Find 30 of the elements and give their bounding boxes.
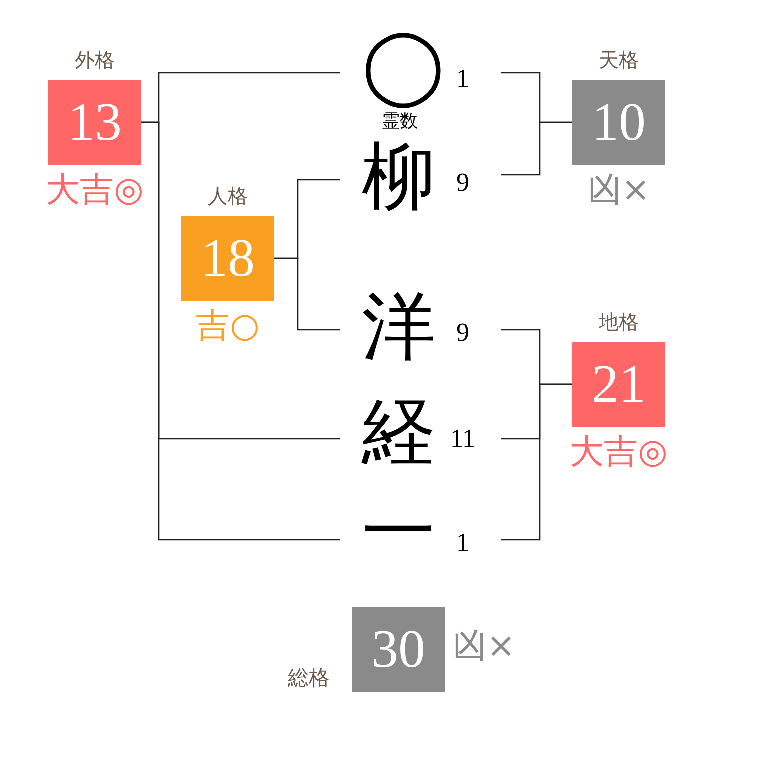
score-tile: 13 [48, 80, 142, 165]
fortune-label: 凶× [453, 626, 516, 664]
name-character: 一 [362, 491, 436, 576]
connector-line [501, 122, 572, 176]
fortune-label: 吉○ [196, 307, 260, 345]
stroke-count: 11 [450, 424, 476, 454]
fortune-label: 大吉◎ [46, 171, 144, 209]
grade-heading: 天格 [599, 48, 639, 72]
fortune-label: 凶× [588, 171, 650, 209]
fortune-label: 大吉◎ [570, 433, 668, 471]
name-character: 柳 [362, 136, 436, 221]
connector-line [274, 258, 340, 331]
grade-heading: 人格 [208, 184, 248, 208]
score-tile: 21 [572, 342, 666, 427]
grade-heading: 外格 [75, 48, 115, 72]
score-tile: 18 [182, 216, 274, 301]
stroke-count: 9 [456, 318, 470, 348]
score-tile: 30 [352, 607, 445, 692]
name-character: 洋 [362, 286, 436, 371]
stroke-count: 1 [456, 528, 470, 558]
stroke-count: 9 [456, 168, 470, 198]
name-character: 経 [362, 391, 436, 476]
score-tile: 10 [572, 80, 666, 165]
grade-heading: 総格 [288, 666, 330, 690]
grade-heading: 地格 [599, 310, 639, 334]
stroke-count: 1 [456, 64, 470, 94]
connector-line [501, 384, 572, 541]
connector-line [142, 122, 340, 541]
note-label: 霊数 [382, 110, 418, 132]
name-character: ◯ [362, 24, 445, 110]
